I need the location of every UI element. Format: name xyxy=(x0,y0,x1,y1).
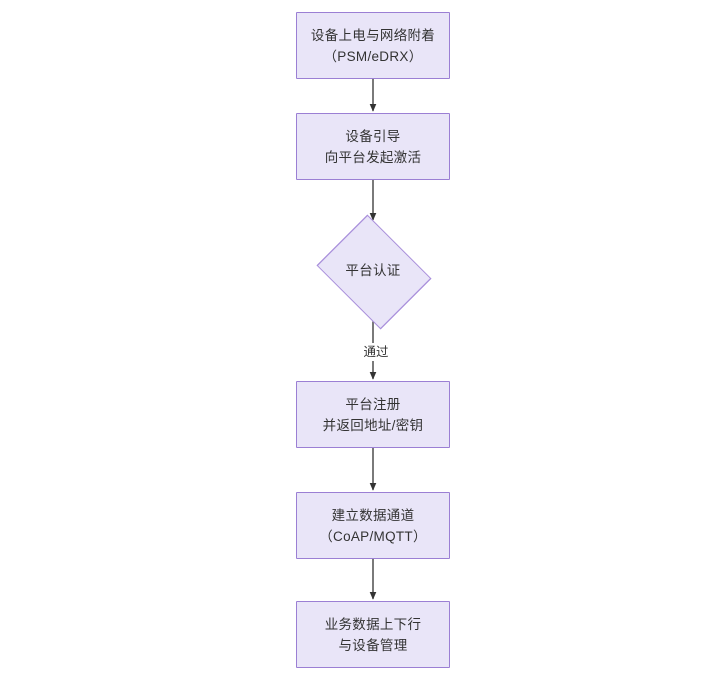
flow-node-business-data-and-device-mgmt[interactable]: 业务数据上下行 与设备管理 xyxy=(296,601,450,668)
flow-node-establish-data-channel-line-2: （CoAP/MQTT） xyxy=(319,528,427,544)
flow-node-platform-register-line-1: 平台注册 xyxy=(345,396,401,412)
flow-node-device-bootstrap-line-1: 设备引导 xyxy=(345,128,401,144)
flow-node-platform-register[interactable]: 平台注册 并返回地址/密钥 xyxy=(296,381,450,448)
flow-node-power-on-attach-line-2: （PSM/eDRX） xyxy=(323,48,423,64)
flow-node-platform-auth-decision[interactable]: 平台认证 xyxy=(311,214,435,330)
flow-node-platform-auth-decision-label: 平台认证 xyxy=(345,263,401,278)
flow-node-business-data-and-device-mgmt-line-1: 业务数据上下行 xyxy=(324,616,422,632)
flow-node-business-data-and-device-mgmt-line-2: 与设备管理 xyxy=(338,637,408,653)
flow-node-establish-data-channel-line-1: 建立数据通道 xyxy=(331,507,415,523)
flow-node-establish-data-channel[interactable]: 建立数据通道 （CoAP/MQTT） xyxy=(296,492,450,559)
edge-label-pass: 通过 xyxy=(353,343,399,361)
flow-node-platform-register-line-2: 并返回地址/密钥 xyxy=(322,417,424,433)
flow-node-device-bootstrap-line-2: 向平台发起激活 xyxy=(324,149,422,165)
flow-node-device-bootstrap[interactable]: 设备引导 向平台发起激活 xyxy=(296,113,450,180)
flow-node-power-on-attach[interactable]: 设备上电与网络附着 （PSM/eDRX） xyxy=(296,12,450,79)
flow-node-power-on-attach-line-1: 设备上电与网络附着 xyxy=(310,27,436,43)
